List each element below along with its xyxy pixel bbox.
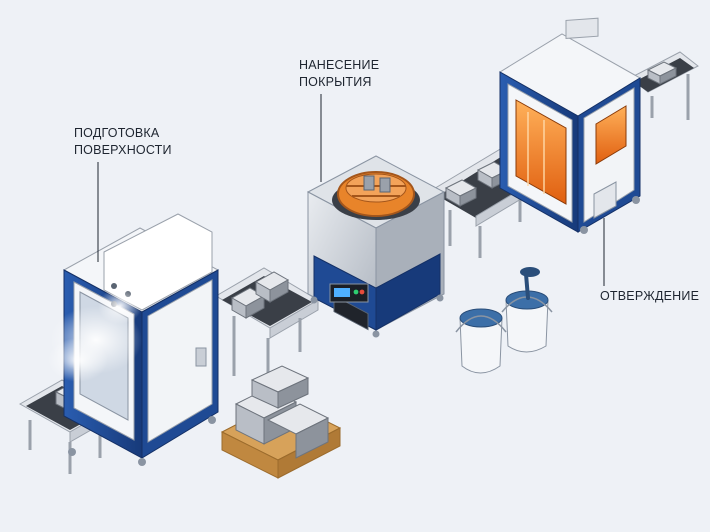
label-line: ПОВЕРХНОСТИ (74, 143, 172, 157)
part-block (254, 271, 290, 303)
parts-pallet-icon (220, 365, 342, 479)
label-line: НАНЕСЕНИЕ (299, 58, 380, 72)
label-surface-prep: ПОДГОТОВКА ПОВЕРХНОСТИ (74, 125, 172, 159)
coating-drum-icon (306, 155, 446, 338)
part-block (444, 179, 478, 207)
label-coating: НАНЕСЕНИЕ ПОКРЫТИЯ (299, 57, 379, 91)
conveyor-exit (629, 51, 699, 120)
part-block (646, 61, 678, 85)
label-line: ПОДГОТОВКА (74, 126, 160, 140)
label-curing: ОТВЕРЖДЕНИЕ (600, 288, 699, 305)
washing-cabinet-icon (48, 213, 220, 466)
label-line: ОТВЕРЖДЕНИЕ (600, 289, 700, 303)
label-line: ПОКРЫТИЯ (299, 75, 372, 89)
paint-bucket-icon (455, 267, 553, 374)
curing-oven-icon (499, 17, 641, 234)
control-panel (329, 283, 369, 303)
